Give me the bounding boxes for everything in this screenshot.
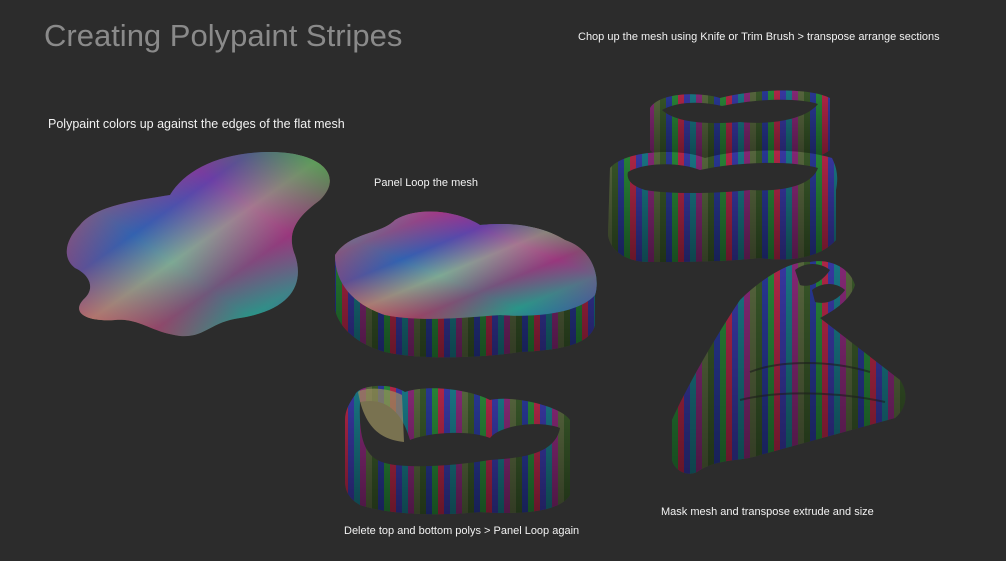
caption-panel-loop: Panel Loop the mesh	[374, 177, 478, 189]
panel-loop-illustration	[335, 211, 597, 358]
extruded-mesh-illustration	[672, 261, 906, 474]
chopped-sections-illustration	[608, 90, 838, 262]
caption-chop: Chop up the mesh using Knife or Trim Bru…	[578, 31, 940, 43]
caption-mask: Mask mesh and transpose extrude and size	[661, 506, 874, 518]
caption-delete-polys: Delete top and bottom polys > Panel Loop…	[344, 525, 580, 537]
flat-mesh-illustration	[66, 152, 330, 337]
page-title: Creating Polypaint Stripes	[44, 18, 403, 53]
open-wall-illustration	[345, 385, 570, 515]
caption-polypaint: Polypaint colors up against the edges of…	[48, 117, 345, 131]
